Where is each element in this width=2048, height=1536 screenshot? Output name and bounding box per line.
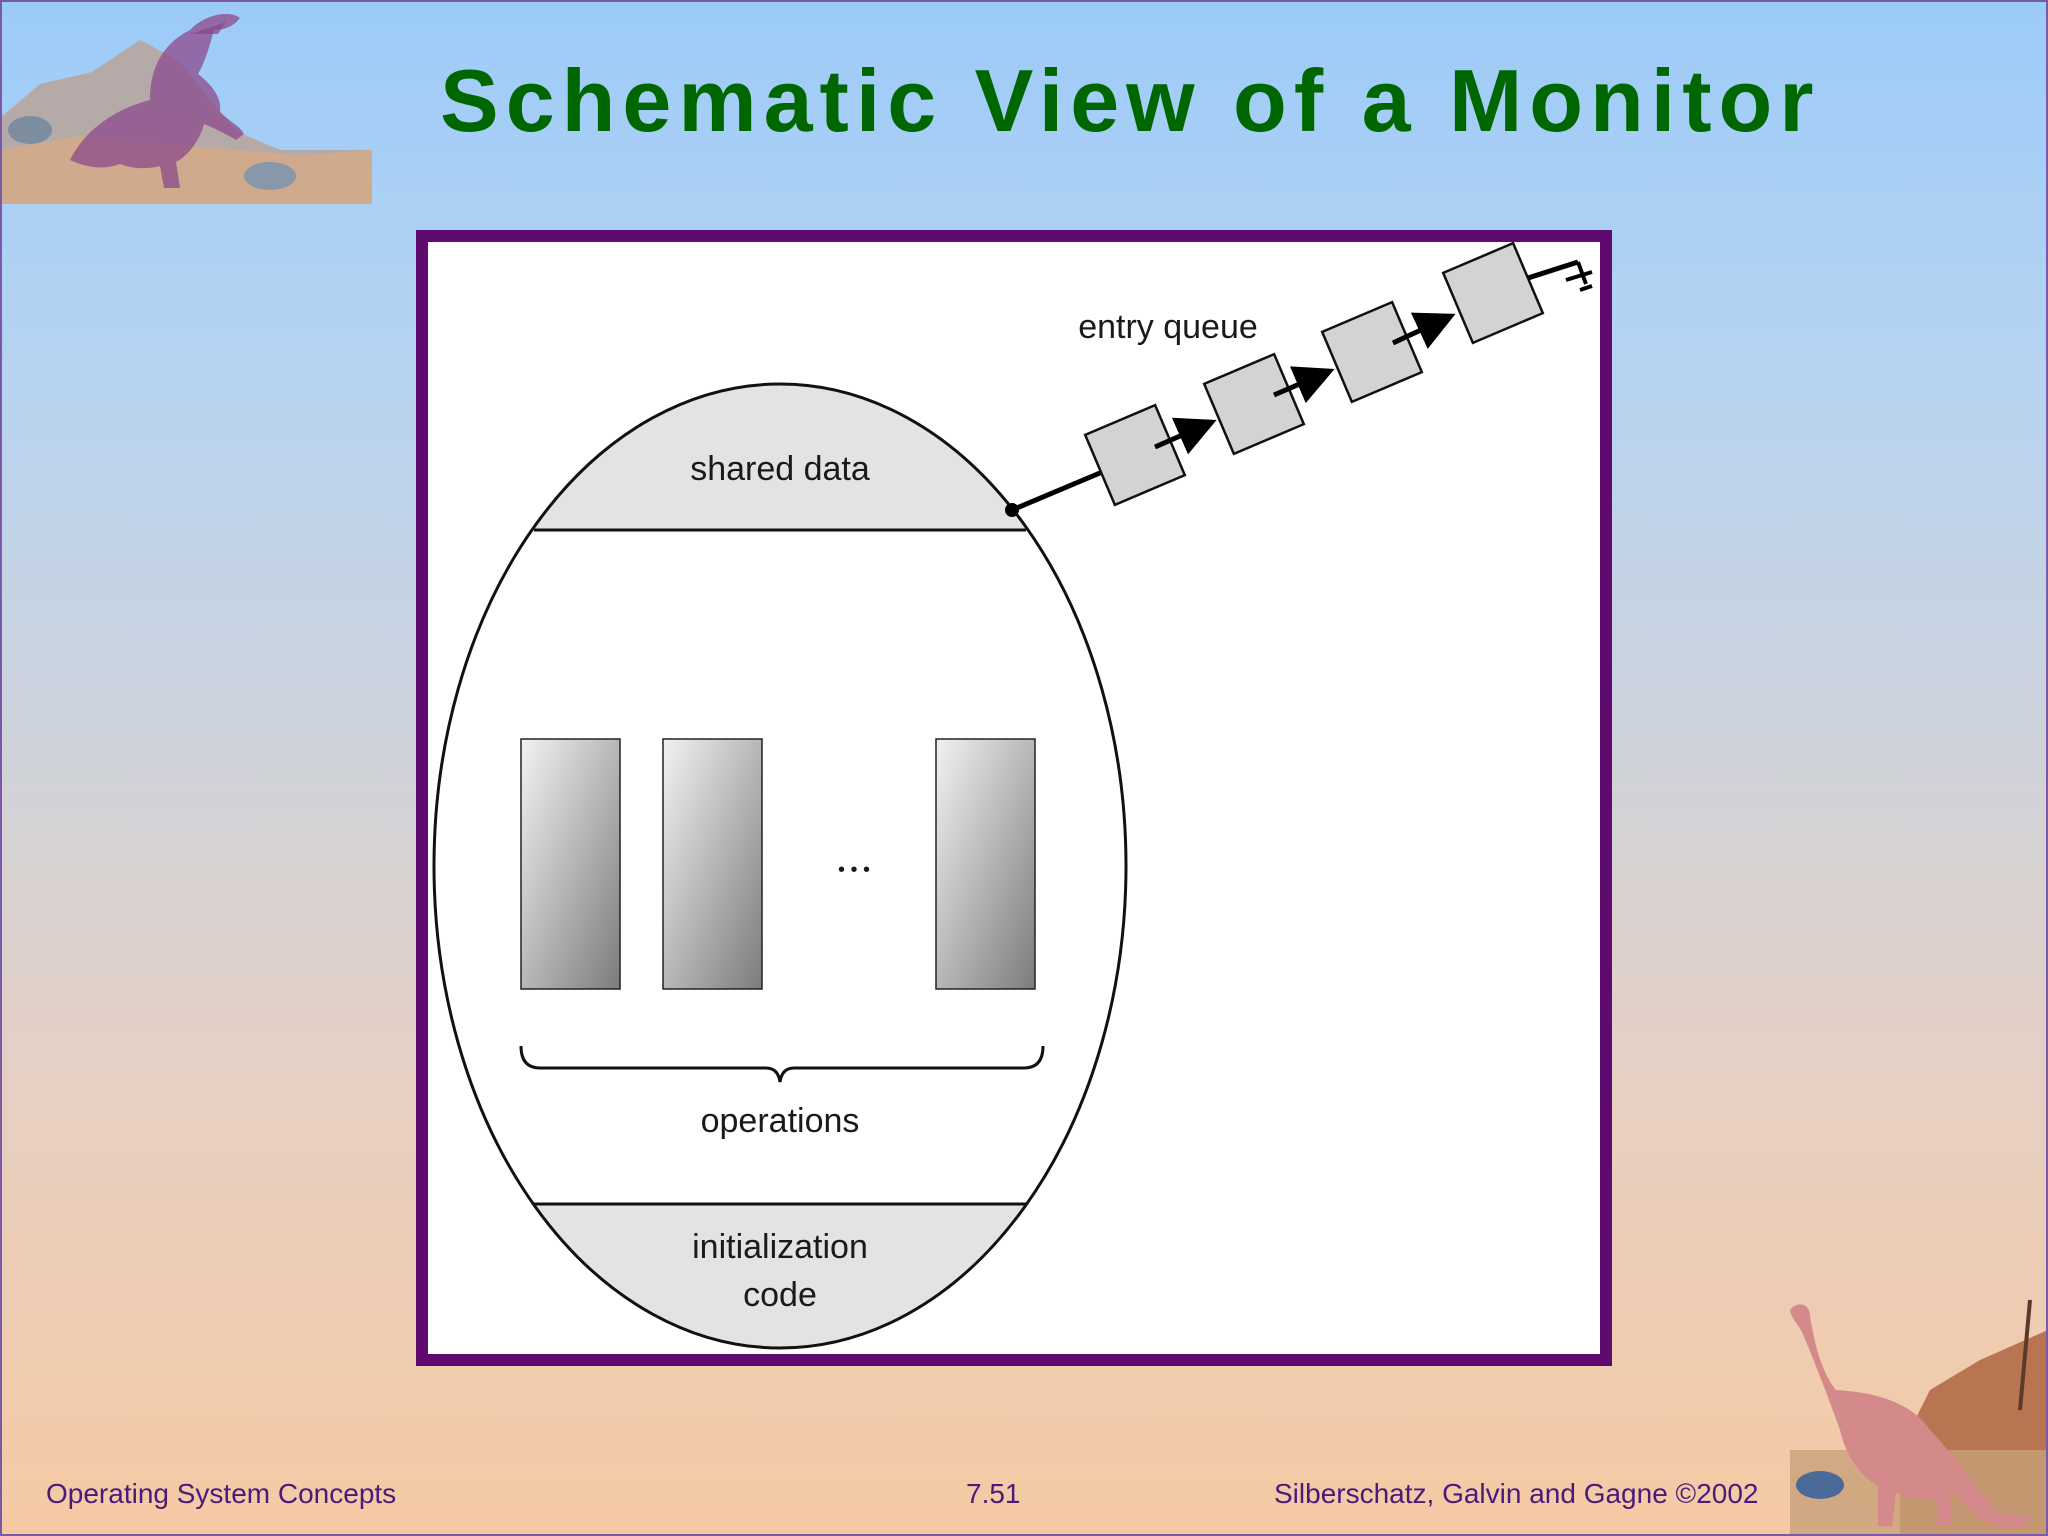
operations-ellipsis: • • • [838, 859, 870, 881]
shared-data-label: shared data [690, 450, 870, 488]
footer-course-title: Operating System Concepts [46, 1478, 396, 1510]
init-code-label-line1: initialization [692, 1228, 868, 1266]
entry-queue-label: entry queue [1078, 308, 1258, 346]
operation-block [663, 739, 762, 989]
footer-authors: Silberschatz, Galvin and Gagne ©2002 [1274, 1478, 1758, 1510]
operations-label: operations [701, 1102, 860, 1140]
operation-block [521, 739, 620, 989]
footer-slide-number: 7.51 [966, 1478, 1021, 1510]
operation-block [936, 739, 1035, 989]
init-code-label-line2: code [743, 1276, 817, 1314]
